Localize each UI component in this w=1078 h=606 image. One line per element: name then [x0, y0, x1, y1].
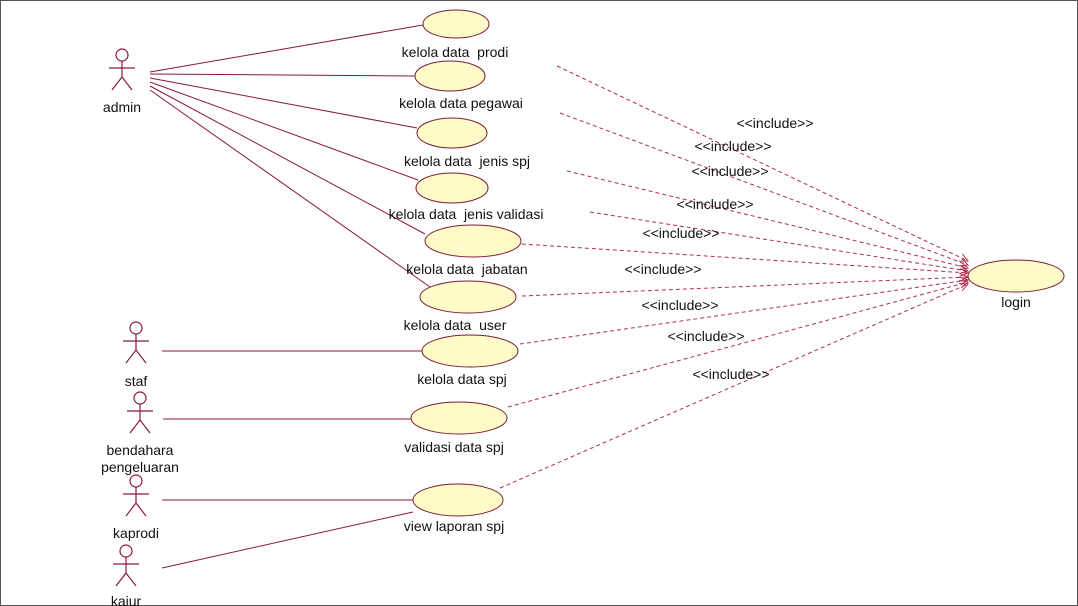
include-label-uc-jabatan: <<include>> — [642, 225, 719, 241]
include-arrowhead-uc-pegawai — [958, 258, 970, 267]
use-case-laporan[interactable]: view laporan spj — [404, 483, 504, 534]
actor-left-leg — [125, 349, 137, 364]
use-case-label: kelola data spj — [417, 371, 507, 387]
include-line-uc-user — [521, 276, 969, 297]
actor-label: bendahara — [107, 442, 174, 458]
actor-label: staf — [125, 373, 148, 389]
actor-right-leg — [139, 419, 151, 434]
use-case-prodi[interactable]: kelola data prodi — [402, 9, 509, 60]
include-label-uc-validasi: <<include>> — [667, 328, 744, 344]
association-line-admin-uc-pegawai — [149, 73, 416, 77]
connector-layer — [149, 24, 970, 569]
use-case-ellipse[interactable] — [410, 401, 508, 435]
actor-kajur[interactable]: kajur — [111, 544, 142, 606]
include-line-uc-prodi — [556, 65, 969, 262]
actor-right-leg — [121, 76, 133, 91]
actor-left-leg — [129, 419, 141, 434]
use-case-user[interactable]: kelola data user — [404, 280, 517, 333]
association-line-admin-uc-prodi — [149, 24, 424, 73]
include-line-uc-jenis-validasi — [589, 211, 969, 272]
actor-kaprodi[interactable]: kaprodi — [113, 474, 159, 541]
include-label-uc-user: <<include>> — [624, 261, 701, 277]
use-case-login[interactable]: login — [967, 259, 1065, 310]
include-line-uc-validasi — [507, 281, 969, 408]
use-case-ellipse[interactable] — [416, 117, 488, 149]
actor-label: pengeluaran — [101, 459, 179, 475]
shape-layer: kelola data prodi kelola data pegawai kelo… — [101, 9, 1065, 606]
include-label-uc-spj: <<include>> — [641, 297, 718, 313]
actor-label: admin — [103, 99, 141, 115]
use-case-label: kelola data pegawai — [399, 95, 523, 111]
actor-right-leg — [125, 572, 137, 587]
use-case-label: validasi data spj — [404, 439, 504, 455]
use-case-label: login — [1001, 294, 1031, 310]
include-line-uc-jenis-spj — [566, 170, 969, 269]
use-case-ellipse[interactable] — [421, 334, 519, 368]
association-line-admin-uc-jenis-spj — [149, 77, 418, 129]
association-line-kajur-uc-laporan — [161, 511, 414, 569]
include-line-uc-spj — [519, 279, 969, 345]
actor-head-icon — [129, 321, 143, 335]
include-line-uc-laporan — [499, 283, 969, 489]
use-case-validasi[interactable]: validasi data spj — [404, 401, 508, 455]
use-case-ellipse[interactable] — [412, 483, 504, 517]
association-line-admin-uc-jabatan — [149, 85, 426, 235]
use-case-label: kelola data jabatan — [406, 261, 527, 277]
actor-left-leg — [125, 502, 137, 517]
use-case-spj[interactable]: kelola data spj — [417, 334, 519, 387]
actor-head-icon — [133, 391, 147, 405]
use-case-pegawai[interactable]: kelola data pegawai — [399, 60, 523, 111]
include-label-uc-jenis-validasi: <<include>> — [676, 196, 753, 212]
use-case-ellipse[interactable] — [415, 172, 489, 204]
actor-right-leg — [135, 502, 147, 517]
use-case-ellipse[interactable] — [967, 259, 1065, 293]
actor-admin[interactable]: admin — [103, 48, 141, 115]
include-label-uc-prodi: <<include>> — [736, 115, 813, 131]
include-line-uc-pegawai — [559, 112, 969, 266]
actor-left-leg — [115, 572, 127, 587]
include-arrowhead-uc-prodi — [958, 253, 970, 262]
use-case-ellipse[interactable] — [422, 9, 490, 39]
use-case-label: view laporan spj — [404, 518, 504, 534]
actor-left-leg — [111, 76, 123, 91]
use-case-jenis-validasi[interactable]: kelola data jenis validasi — [389, 172, 544, 222]
include-label-uc-jenis-spj: <<include>> — [691, 163, 768, 179]
actor-label: kaprodi — [113, 525, 159, 541]
use-case-ellipse[interactable] — [414, 60, 486, 92]
include-arrowhead-uc-laporan — [958, 283, 970, 292]
use-case-label: kelola data prodi — [402, 44, 509, 60]
use-case-ellipse[interactable] — [419, 280, 517, 314]
association-line-admin-uc-jenis-validasi — [149, 81, 419, 181]
association-line-admin-uc-user — [149, 89, 431, 288]
use-case-jenis-spj[interactable]: kelola data jenis spj — [404, 117, 530, 169]
use-case-label: kelola data user — [404, 317, 507, 333]
include-label-uc-laporan: <<include>> — [692, 366, 769, 382]
use-case-label: kelola data jenis spj — [404, 153, 530, 169]
include-label-uc-pegawai: <<include>> — [694, 138, 771, 154]
use-case-label: kelola data jenis validasi — [389, 206, 544, 222]
actor-right-leg — [135, 349, 147, 364]
label-layer: <<include>> <<include>> <<include>> <<inclu… — [624, 115, 813, 382]
include-arrowhead-uc-jabatan — [959, 268, 970, 277]
actor-label: kajur — [111, 593, 142, 606]
actor-head-icon — [115, 48, 129, 62]
use-case-jabatan[interactable]: kelola data jabatan — [406, 224, 528, 277]
use-case-ellipse[interactable] — [424, 224, 522, 258]
actor-head-icon — [129, 474, 143, 488]
include-line-uc-jabatan — [521, 243, 969, 274]
actor-staf[interactable]: staf — [123, 321, 149, 389]
actor-head-icon — [119, 544, 133, 558]
